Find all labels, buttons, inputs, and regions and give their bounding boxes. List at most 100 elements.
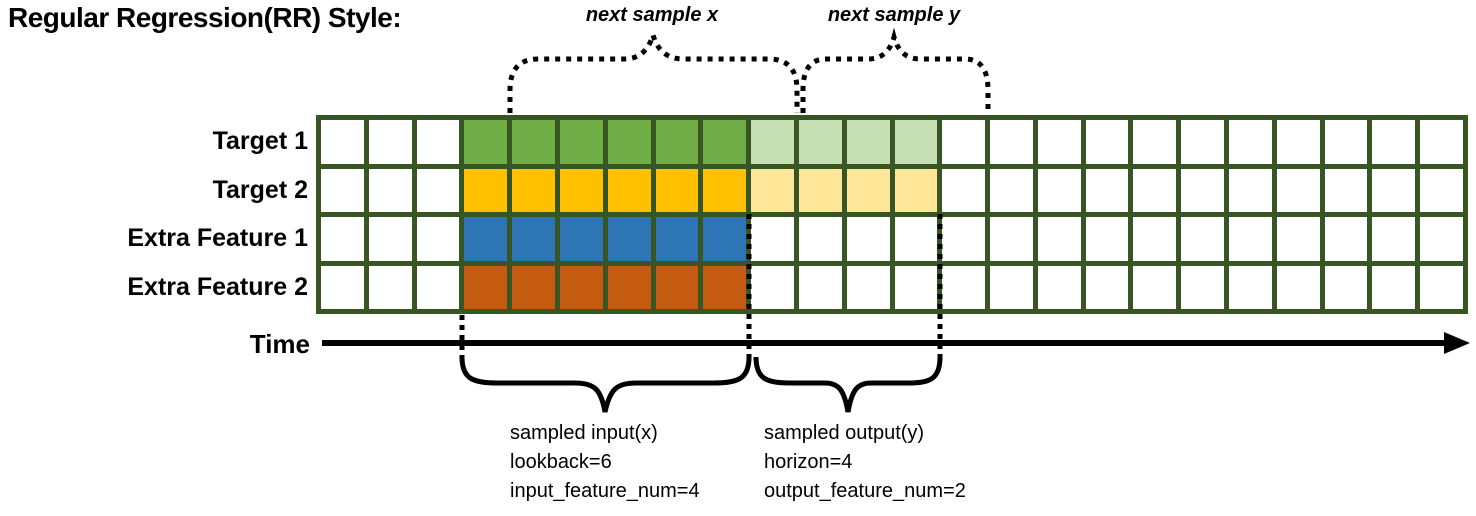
row-label: Target 2 xyxy=(212,175,308,204)
grid-cell xyxy=(846,217,890,261)
lookback-value: lookback=6 xyxy=(510,451,612,473)
grid-cell xyxy=(1372,217,1416,261)
time-axis-label: Time xyxy=(249,329,310,359)
grid-cell xyxy=(1085,217,1129,261)
grid-cell xyxy=(464,120,508,164)
output-feature-num-value: output_feature_num=2 xyxy=(764,480,966,502)
grid-cell xyxy=(1372,120,1416,164)
row-labels: Target 1 Target 2 Extra Feature 1 Extra Fea… xyxy=(0,115,308,314)
grid-cell xyxy=(942,120,986,164)
grid-cell xyxy=(751,265,794,309)
grid-cell xyxy=(416,265,460,309)
grid-cell xyxy=(416,168,460,212)
grid-cell xyxy=(942,217,986,261)
next-sample-y-label: next sample y xyxy=(827,4,961,26)
grid-cell xyxy=(416,120,460,164)
grid-cell xyxy=(1181,265,1225,309)
grid-cell xyxy=(1037,120,1081,164)
grid-cell xyxy=(1085,265,1129,309)
grid-cell xyxy=(559,265,603,309)
grid-cell xyxy=(1037,168,1081,212)
sampled-input-note: sampled input(x) lookback=6 input_featur… xyxy=(510,419,700,506)
grid-cell xyxy=(798,168,842,212)
grid-cell xyxy=(1229,217,1272,261)
grid-cell xyxy=(321,120,364,164)
grid-cell xyxy=(512,265,555,309)
grid-cell xyxy=(1372,265,1416,309)
grid-cell xyxy=(1420,265,1463,309)
grid-cell xyxy=(655,120,699,164)
grid-cell xyxy=(512,217,555,261)
grid-cell xyxy=(846,265,890,309)
grid-cell xyxy=(655,265,699,309)
grid-cell xyxy=(655,217,699,261)
grid-cell xyxy=(321,217,364,261)
grid-cell xyxy=(512,168,555,212)
grid-cell xyxy=(1181,120,1225,164)
row-label: Target 1 xyxy=(212,127,308,156)
row-label: Extra Feature 1 xyxy=(127,224,308,253)
sampled-output-brace xyxy=(753,356,943,413)
grid-cell xyxy=(416,217,460,261)
grid-cell xyxy=(990,120,1033,164)
grid-cell xyxy=(1420,168,1463,212)
sampled-output-title: sampled output(y) xyxy=(764,422,925,444)
grid-cell xyxy=(1420,120,1463,164)
horizon-value: horizon=4 xyxy=(764,451,853,473)
grid-cell xyxy=(464,265,508,309)
grid-cell xyxy=(368,265,412,309)
grid-cell xyxy=(559,120,603,164)
grid-cell xyxy=(1324,217,1368,261)
grid-cell xyxy=(1276,120,1320,164)
input-feature-num-value: input_feature_num=4 xyxy=(510,480,700,502)
grid-cell xyxy=(368,168,412,212)
grid-cell xyxy=(368,120,412,164)
grid-cell xyxy=(1276,168,1320,212)
grid-cell xyxy=(321,265,364,309)
grid-cell xyxy=(942,265,986,309)
grid-cell xyxy=(751,120,794,164)
grid-cell xyxy=(1181,217,1225,261)
grid-cell xyxy=(990,265,1033,309)
time-arrow xyxy=(322,332,1470,354)
next-sample-y-brace xyxy=(800,27,991,113)
grid-cell xyxy=(1085,168,1129,212)
grid-cell xyxy=(1037,217,1081,261)
grid-cell xyxy=(464,217,508,261)
diagram-title: Regular Regression(RR) Style: xyxy=(8,2,402,33)
grid-cell xyxy=(1133,120,1177,164)
row-label: Extra Feature 2 xyxy=(127,272,308,301)
grid-cell xyxy=(894,217,938,261)
grid-cell xyxy=(894,265,938,309)
grid-cell xyxy=(559,168,603,212)
sample-grid xyxy=(316,115,1468,314)
grid-cell xyxy=(1324,120,1368,164)
grid-cell xyxy=(559,217,603,261)
grid-cell xyxy=(512,120,555,164)
grid-cell xyxy=(1181,168,1225,212)
grid-cell xyxy=(607,120,651,164)
grid-cell xyxy=(1420,217,1463,261)
grid-cell xyxy=(846,120,890,164)
grid-cell xyxy=(655,168,699,212)
grid-cell xyxy=(1324,265,1368,309)
grid-cell xyxy=(894,120,938,164)
sampled-output-note: sampled output(y) horizon=4 output_featu… xyxy=(764,419,966,506)
grid-cell xyxy=(751,168,794,212)
grid-cell xyxy=(798,265,842,309)
grid-cell xyxy=(1324,168,1368,212)
grid-cell xyxy=(703,217,747,261)
grid-cell xyxy=(1085,120,1129,164)
grid-cell xyxy=(607,265,651,309)
grid-cell xyxy=(1276,217,1320,261)
grid-cell xyxy=(368,217,412,261)
grid-cell xyxy=(703,265,747,309)
grid-cell xyxy=(990,217,1033,261)
grid-cell xyxy=(1372,168,1416,212)
grid-cell xyxy=(703,120,747,164)
next-sample-x-label: next sample x xyxy=(585,4,719,26)
grid-cell xyxy=(1133,168,1177,212)
grid-cell xyxy=(990,168,1033,212)
grid-cell xyxy=(1229,265,1272,309)
